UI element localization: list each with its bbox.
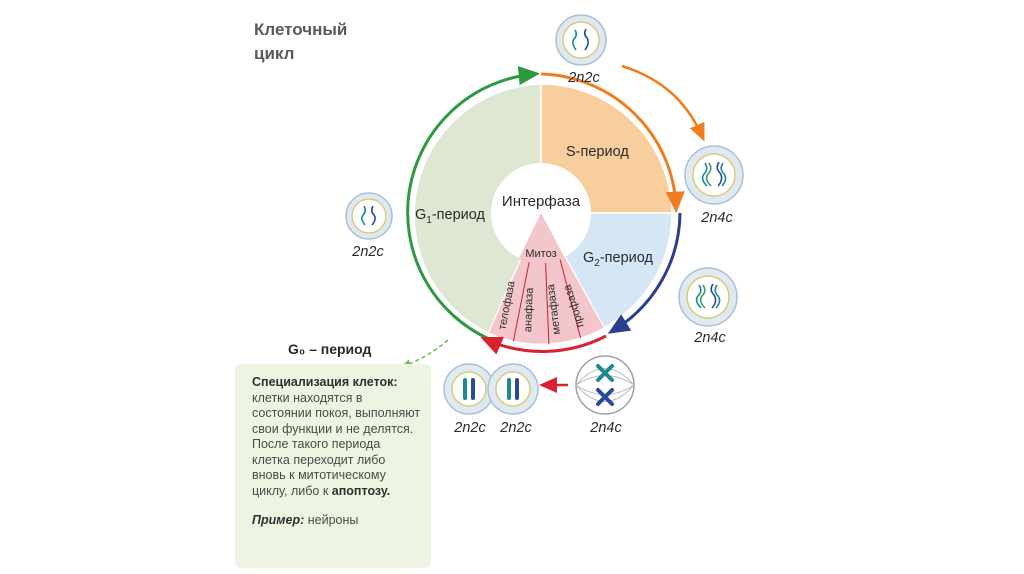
g2-arrow (607, 212, 682, 334)
cell-g2 (678, 267, 738, 327)
g1-sector (413, 83, 542, 335)
s-period-label: S-период (566, 144, 629, 160)
cell-g1-label: 2n2c (351, 244, 384, 260)
g0-example-value: нейроны (304, 513, 359, 527)
cell-mitosis-label: 2n4c (589, 420, 622, 436)
cell-s-start-label: 2n2c (567, 70, 600, 86)
cell-mitosis (575, 355, 635, 415)
g0-box-text: клетки находятся в состоянии покоя, выпо… (252, 391, 421, 500)
mitosis-dividers (512, 247, 582, 345)
g0-box-body: клетки находятся в состоянии покоя, выпо… (252, 390, 421, 498)
g0-box-bold: апоптозу. (331, 483, 391, 498)
g1-arrow (406, 66, 541, 341)
page-title: Клеточный цикл (254, 18, 347, 66)
cell-s-start (555, 14, 607, 66)
s-arrow (540, 72, 685, 214)
mitosis-label: Митоз (525, 248, 556, 260)
cell-s-end-label: 2n4c (700, 210, 733, 226)
g0-heading: G₀ – период (288, 341, 372, 357)
g2-period-label: G2-период (583, 250, 653, 269)
cell-g1 (345, 192, 393, 240)
cell-daughter-left (443, 363, 495, 415)
mitosis-triangle (518, 213, 565, 259)
g0-example-label: Пример: (252, 513, 305, 527)
anaphase-label: анафаза (522, 287, 536, 333)
s-transition-arrow (621, 64, 705, 142)
cell-daughter-right (487, 363, 539, 415)
g0-info-box: Специализация клеток: клетки находятся в… (235, 364, 431, 568)
mitosis-arrow (480, 334, 607, 355)
title-line-1: Клеточный (254, 20, 348, 39)
cell-g2-label: 2n4c (693, 330, 726, 346)
g0-arrow (400, 339, 449, 368)
cell-s-end (684, 145, 744, 205)
title-line-2: цикл (254, 44, 295, 63)
g1-period-label: G1-период (415, 207, 485, 226)
g0-box-heading: Специализация клеток: (252, 375, 398, 389)
g0-example: Пример: нейроны (252, 513, 421, 529)
interphase-label: Интерфаза (502, 193, 581, 210)
daughter-left-label: 2n2c (453, 420, 486, 436)
daughter-right-label: 2n2c (499, 420, 532, 436)
